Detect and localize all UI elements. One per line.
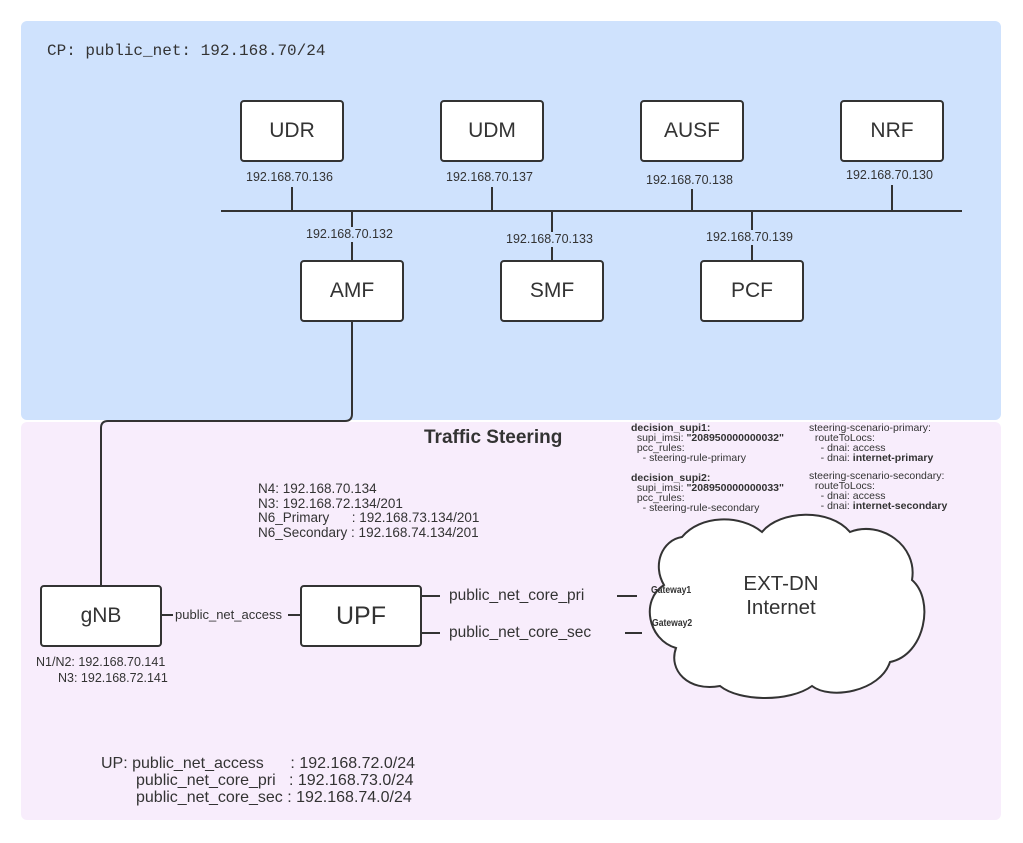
udm-ip: 192.168.70.137 bbox=[446, 170, 533, 184]
up-access-line: UP: public_net_access : 192.168.72.0/24 bbox=[101, 755, 415, 772]
smf-node[interactable]: SMF bbox=[500, 260, 604, 322]
amf-ip: 192.168.70.132 bbox=[306, 227, 393, 241]
gnb-n1n2-ip: N1/N2: 192.168.70.141 bbox=[36, 655, 166, 669]
scenario-primary-name: steering-scenario-primary: bbox=[809, 422, 931, 434]
udm-node[interactable]: UDM bbox=[440, 100, 544, 162]
decision-supi2-block: decision_supi2: supi_imsi: "208950000000… bbox=[631, 472, 785, 514]
upf-label: UPF bbox=[336, 601, 386, 630]
decision-supi2-imsi-key: supi_imsi: bbox=[636, 482, 687, 494]
smf-ip: 192.168.70.133 bbox=[506, 232, 593, 246]
smf-label: SMF bbox=[529, 279, 575, 302]
udr-node[interactable]: UDR bbox=[240, 100, 344, 162]
ext-dn-line1: EXT-DN bbox=[743, 572, 819, 595]
ext-dn-cloud bbox=[648, 513, 926, 699]
link-label-core-sec: public_net_core_sec bbox=[449, 624, 592, 641]
upf-n6-primary: N6_Primary : 192.168.73.134/201 bbox=[258, 510, 480, 525]
decision-supi1-imsi-key: supi_imsi: bbox=[636, 432, 687, 444]
gnb-label: gNB bbox=[80, 604, 122, 627]
gnb-node[interactable]: gNB bbox=[40, 585, 162, 647]
scenario-secondary-route: routeToLocs: bbox=[814, 480, 875, 492]
scenario-secondary-dnai1: - dnai: access bbox=[820, 490, 886, 502]
decision-supi2-pcc: pcc_rules: bbox=[636, 492, 685, 504]
nrf-label: NRF bbox=[870, 119, 914, 142]
udr-ip: 192.168.70.136 bbox=[246, 170, 333, 184]
steering-scenario-primary-block: steering-scenario-primary: routeToLocs: … bbox=[809, 422, 934, 464]
amf-gnb-link bbox=[100, 322, 353, 586]
scenario-primary-dnai2-key: - dnai: bbox=[820, 452, 853, 464]
steering-scenario-secondary-block: steering-scenario-secondary: routeToLocs… bbox=[809, 470, 948, 512]
up-core-pri-line: public_net_core_pri : 192.168.73.0/24 bbox=[136, 772, 414, 789]
scenario-primary-route: routeToLocs: bbox=[814, 432, 875, 444]
decision-supi2-name: decision_supi2: bbox=[631, 472, 711, 484]
pcf-node[interactable]: PCF bbox=[700, 260, 804, 322]
traffic-steering-title: Traffic Steering bbox=[424, 427, 563, 448]
up-network-summary: UP: public_net_access : 192.168.72.0/24 … bbox=[101, 755, 415, 806]
upf-n3: N3: 192.168.72.134/201 bbox=[258, 495, 403, 511]
ausf-label: AUSF bbox=[663, 119, 720, 142]
upf-interface-info: N4: 192.168.70.134 N3: 192.168.72.134/20… bbox=[258, 481, 480, 540]
decision-supi1-block: decision_supi1: supi_imsi: "208950000000… bbox=[631, 422, 785, 464]
ausf-node[interactable]: AUSF bbox=[640, 100, 744, 162]
link-label-core-pri: public_net_core_pri bbox=[449, 587, 585, 604]
scenario-secondary-name: steering-scenario-secondary: bbox=[809, 470, 945, 482]
scenario-secondary-dnai2-value: internet-secondary bbox=[852, 500, 948, 512]
cp-network-title: CP: public_net: 192.168.70/24 bbox=[47, 42, 326, 60]
ausf-ip: 192.168.70.138 bbox=[646, 173, 733, 187]
control-plane-zone bbox=[21, 21, 1001, 420]
amf-node[interactable]: AMF bbox=[300, 260, 404, 322]
upf-n6-secondary: N6_Secondary : 192.168.74.134/201 bbox=[258, 524, 479, 540]
decision-supi2-imsi-value: "208950000000033" bbox=[686, 482, 785, 494]
decision-supi1-name: decision_supi1: bbox=[631, 422, 711, 434]
link-label-access: public_net_access bbox=[175, 607, 282, 622]
ext-dn-line2: Internet bbox=[746, 596, 816, 619]
upf-node[interactable]: UPF bbox=[300, 585, 422, 647]
nrf-ip: 192.168.70.130 bbox=[846, 168, 933, 182]
udr-label: UDR bbox=[269, 119, 315, 142]
decision-supi1-pcc: pcc_rules: bbox=[636, 442, 685, 454]
nrf-node[interactable]: NRF bbox=[840, 100, 944, 162]
pcf-ip: 192.168.70.139 bbox=[706, 230, 793, 244]
gnb-n3-ip: N3: 192.168.72.141 bbox=[58, 671, 168, 685]
scenario-primary-dnai1: - dnai: access bbox=[820, 442, 886, 454]
scenario-secondary-dnai2-key: - dnai: bbox=[820, 500, 853, 512]
pcf-label: PCF bbox=[731, 279, 773, 302]
amf-label: AMF bbox=[329, 279, 375, 302]
decision-supi1-imsi-value: "208950000000032" bbox=[686, 432, 785, 444]
gateway1-label: Gateway1 bbox=[651, 584, 692, 596]
decision-supi2-rule: - steering-rule-secondary bbox=[642, 502, 760, 514]
ext-dn-label: EXT-DN Internet bbox=[732, 572, 830, 620]
decision-supi1-rule: - steering-rule-primary bbox=[642, 452, 746, 464]
scenario-primary-dnai2-value: internet-primary bbox=[852, 452, 934, 464]
gateway2-label: Gateway2 bbox=[652, 617, 693, 629]
udm-label: UDM bbox=[468, 119, 516, 142]
upf-n4: N4: 192.168.70.134 bbox=[258, 481, 377, 496]
up-core-sec-line: public_net_core_sec : 192.168.74.0/24 bbox=[136, 789, 412, 806]
